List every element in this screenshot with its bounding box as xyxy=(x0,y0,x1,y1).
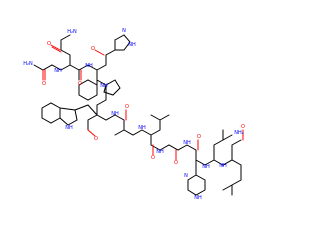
atom-label-o-gly: O xyxy=(42,81,46,87)
atom-label-nh-his-trp: NH xyxy=(100,83,108,89)
atom-label-o-his1: O xyxy=(91,46,95,52)
atom-label-nh-gly-asn: NH xyxy=(54,68,62,74)
atom-labels: H₂N O NH H₂N O O NH N NH O NH NH O NH O … xyxy=(23,28,245,201)
atom-label-nh-indole: NH xyxy=(65,125,73,131)
peptide-structure-diagram: H₂N O NH H₂N O O NH N NH O NH NH O NH O … xyxy=(23,28,245,201)
atom-label-nh-ala-val: NH xyxy=(138,125,146,131)
atom-label-nh-his2-ring: NH xyxy=(194,195,202,201)
atom-label-h2n-asn-side: H₂N xyxy=(67,29,77,35)
atom-label-o-asn-side: O xyxy=(47,41,51,47)
atom-label-o-asn: O xyxy=(78,81,82,87)
atom-label-nh-leu-leu: NH xyxy=(219,163,227,169)
atom-label-nh2-amide: NH₂ xyxy=(234,130,244,136)
atom-label-o-val: O xyxy=(151,155,155,161)
atom-label-nh-his-leu: NH xyxy=(202,164,210,170)
atom-label-o-ala: O xyxy=(125,104,129,110)
atom-label-n-his2-ring: N xyxy=(184,173,188,179)
atom-label-nh-asn-his: NH xyxy=(85,63,93,69)
bond-skeleton xyxy=(33,34,244,196)
atom-label-o-his2: O xyxy=(197,134,201,140)
atom-label-nh-his1-b: NH xyxy=(128,42,136,48)
atom-label-nh-gly-his: NH xyxy=(183,140,191,146)
atom-label-n-his1-a: N xyxy=(122,28,126,34)
atom-label-o-gly2: O xyxy=(174,160,178,166)
atom-label-o-amide: O xyxy=(241,124,245,130)
atom-label-o-trp: O xyxy=(94,136,98,142)
atom-label-nh-val-gly: NH xyxy=(156,149,164,155)
atom-label-nh-trp-ala: NH xyxy=(111,111,119,117)
atom-label-h2n-gly: H₂N xyxy=(23,61,33,67)
